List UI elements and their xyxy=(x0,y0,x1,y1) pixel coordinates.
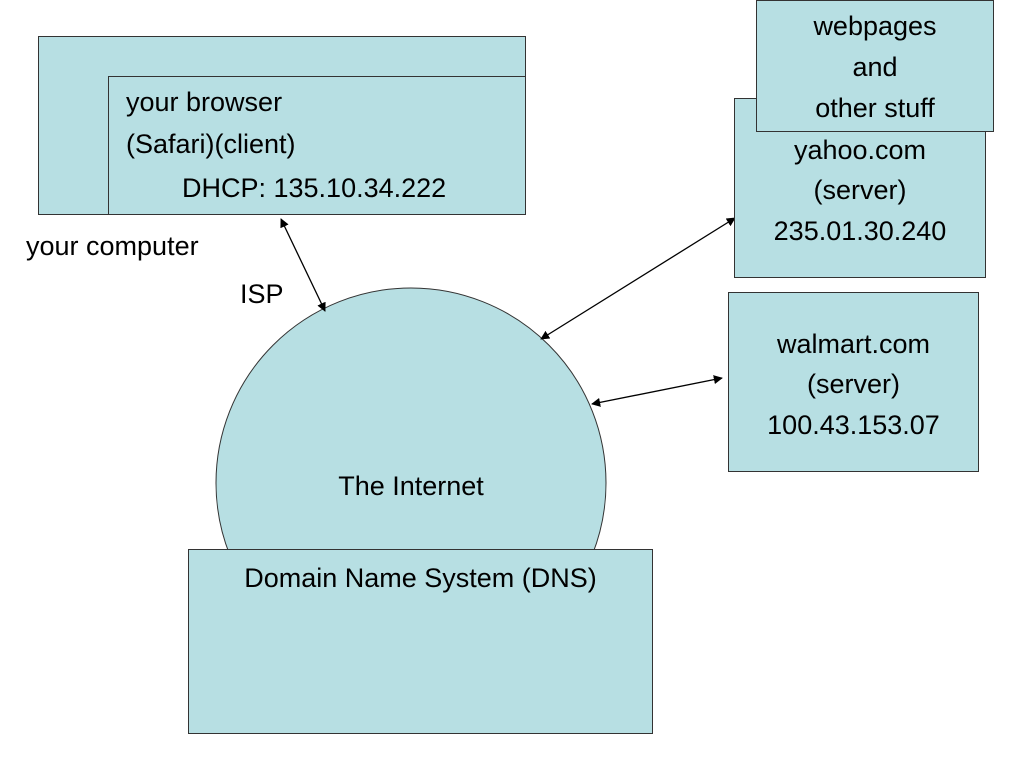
walmart-internet-arrow xyxy=(591,375,723,407)
dns-label: Domain Name System (DNS) xyxy=(244,563,597,593)
yahoo-name: yahoo.com xyxy=(793,135,927,165)
webpages-box xyxy=(756,0,994,132)
walmart-name: walmart.com xyxy=(776,329,931,359)
yahoo-role: (server) xyxy=(813,175,907,205)
browser-box xyxy=(108,76,526,215)
internet-label: The Internet xyxy=(338,471,484,501)
isp-label: ISP xyxy=(240,279,284,309)
webpages-line3: other stuff xyxy=(815,93,935,123)
browser-line2: (Safari)(client) xyxy=(126,129,296,159)
webpages-line2: and xyxy=(852,52,898,82)
computer-internet-arrow xyxy=(280,218,326,312)
walmart-server-box xyxy=(728,292,979,472)
dns-box xyxy=(188,549,653,734)
computer-label: your computer xyxy=(26,231,199,261)
yahoo-ip: 235.01.30.240 xyxy=(773,216,947,246)
browser-dhcp: DHCP: 135.10.34.222 xyxy=(182,173,447,203)
webpages-line1: webpages xyxy=(813,11,937,41)
browser-line1: your browser xyxy=(126,87,283,117)
yahoo-internet-arrow xyxy=(540,217,736,340)
walmart-role: (server) xyxy=(807,369,900,399)
walmart-ip: 100.43.153.07 xyxy=(767,410,940,440)
